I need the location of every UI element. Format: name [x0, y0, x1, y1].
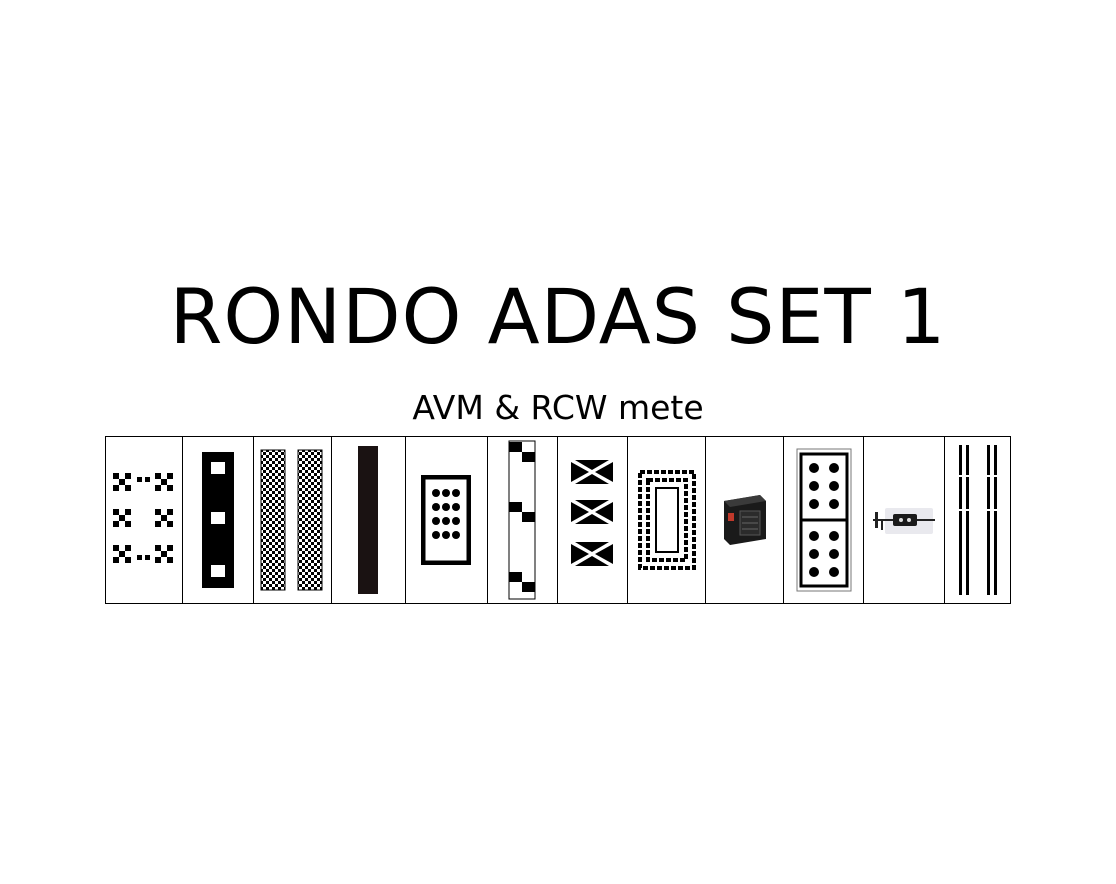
target-cell-7: [558, 437, 629, 603]
bowtie-pattern-target-icon: [571, 460, 614, 566]
checkerboard-pair-target-icon: [260, 449, 323, 591]
target-cell-2: [183, 437, 254, 603]
target-cell-8: [628, 437, 707, 603]
target-cell-4: [332, 437, 406, 603]
target-cell-6: [488, 437, 558, 603]
target-cell-10: [784, 437, 865, 603]
checker-column-target-icon: [508, 440, 536, 600]
black-bar-target-icon: [358, 446, 379, 594]
double-dot-panel-target-icon: [796, 448, 852, 592]
dot-grid-panel-target-icon: [421, 475, 472, 565]
target-cell-1: [106, 437, 183, 603]
target-cell-5: [406, 437, 488, 603]
laser-device-icon: [723, 495, 766, 545]
target-cell-9: [706, 437, 785, 603]
target-strip: [105, 436, 1011, 604]
square-frame-target-icon: [637, 470, 696, 570]
target-cell-12: [945, 437, 1010, 603]
checker-clusters-target-icon: [112, 473, 173, 563]
multi-line-target-icon: [954, 445, 1001, 595]
target-cell-3: [254, 437, 332, 603]
target-cell-11: [864, 437, 946, 603]
black-strip-squares-target-icon: [201, 452, 234, 588]
page-subtitle: AVM & RCW mete: [412, 388, 704, 427]
alignment-tool-icon: [873, 508, 936, 534]
page-title: RONDO ADAS SET 1: [169, 272, 947, 361]
